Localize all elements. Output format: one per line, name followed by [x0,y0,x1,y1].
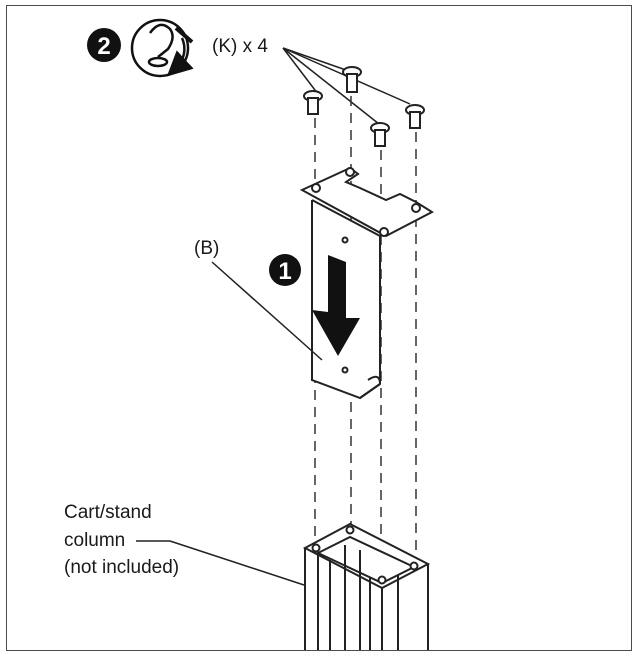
svg-text:Cart/stand: Cart/stand [64,502,152,523]
step-2-badge: 2 [87,28,121,62]
svg-text:1: 1 [278,258,291,285]
bracket-label: (B) [194,238,219,259]
insert-arrow [312,255,360,356]
column-leader-line [169,540,305,586]
step-1-badge: 1 [269,254,301,286]
screws-label: (K) x 4 [212,36,268,57]
svg-text:column: column [64,530,125,551]
bracket [299,166,435,400]
svg-text:2: 2 [97,33,110,60]
column-label: Cart/stand column (not included) [64,502,179,578]
svg-text:(not included): (not included) [64,557,179,578]
screw [303,66,425,147]
bracket-leader-line [211,261,323,361]
clockwise-rotation-icon [130,18,194,78]
column [302,522,431,650]
